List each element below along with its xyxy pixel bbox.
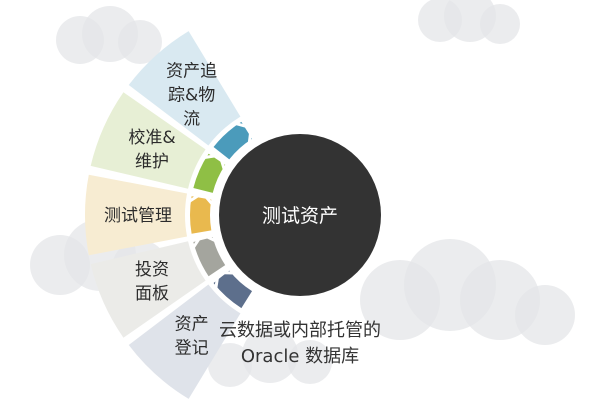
label-line: 面板 bbox=[135, 284, 169, 304]
label-test-management: 测试管理 bbox=[104, 206, 172, 226]
footer-line-1: 云数据或内部托管的 bbox=[219, 320, 381, 341]
arrow-asset-tracking-logistics-icon bbox=[235, 122, 253, 144]
cloud-puff bbox=[515, 285, 575, 345]
label-line: 资产追 bbox=[166, 62, 217, 82]
band-calibration-maintenance bbox=[193, 153, 226, 193]
segment-ring bbox=[85, 31, 241, 399]
label-line: 维护 bbox=[135, 152, 169, 172]
label-line: 登记 bbox=[175, 338, 209, 358]
label-investment-dashboard: 投资面板 bbox=[135, 260, 169, 304]
segment-calibration-maintenance bbox=[90, 92, 206, 189]
cloud-puff bbox=[242, 327, 298, 383]
label-line: 流 bbox=[183, 110, 200, 130]
band-asset-tracking-logistics bbox=[213, 121, 253, 160]
label-calibration-maintenance: 校准&维护 bbox=[128, 128, 175, 172]
cloud-puff bbox=[288, 340, 332, 384]
arrow-test-management-icon bbox=[187, 190, 214, 206]
label-line: 测试管理 bbox=[104, 206, 172, 226]
segment-asset-registration bbox=[128, 284, 241, 399]
label-line: 投资 bbox=[135, 260, 169, 280]
arrow-investment-dashboard-icon bbox=[191, 232, 217, 249]
cloud-puff bbox=[208, 343, 252, 387]
band-investment-dashboard bbox=[193, 237, 226, 277]
label-line: 踪&物 bbox=[168, 86, 215, 106]
arrow-calibration-maintenance-icon bbox=[203, 153, 226, 171]
footer-line-2: Oracle 数据库 bbox=[240, 346, 360, 367]
inner-band-ring bbox=[187, 121, 253, 309]
segment-asset-tracking-logistics bbox=[128, 31, 241, 146]
band-test-management bbox=[190, 196, 212, 234]
center-circle bbox=[219, 134, 381, 296]
label-asset-registration: 资产登记 bbox=[175, 314, 209, 358]
segment-investment-dashboard bbox=[90, 241, 206, 338]
center-label: 测试资产 bbox=[262, 205, 338, 227]
segment-test-management bbox=[85, 174, 188, 256]
cloud-puff bbox=[118, 20, 162, 64]
label-line: 资产 bbox=[175, 314, 209, 334]
cloud-puff bbox=[480, 4, 520, 44]
band-asset-registration bbox=[213, 270, 253, 309]
arrow-asset-registration-icon bbox=[214, 271, 234, 290]
label-line: 校准& bbox=[128, 128, 175, 148]
label-asset-tracking-logistics: 资产追踪&物流 bbox=[166, 62, 217, 130]
